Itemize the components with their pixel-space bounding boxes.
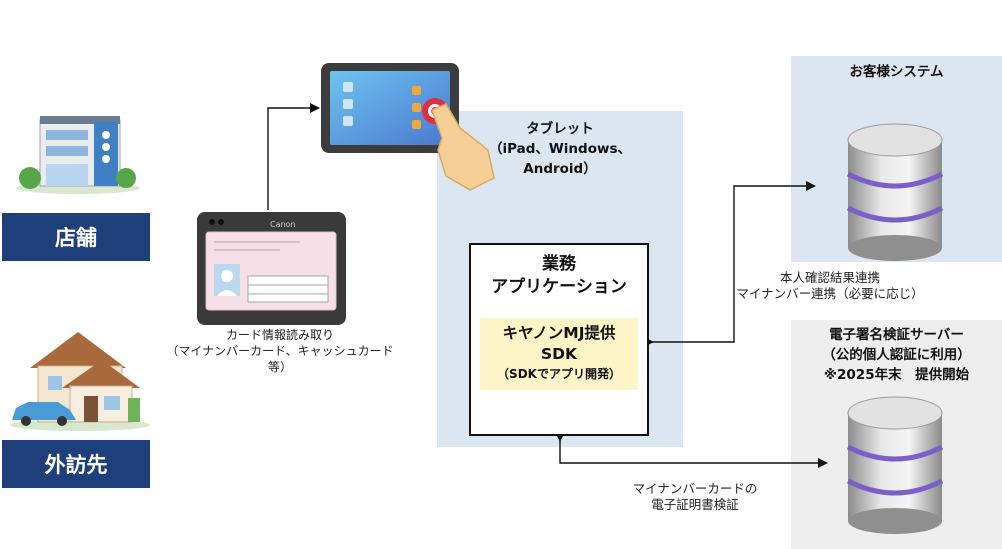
visit-label: 外訪先: [2, 440, 150, 488]
reader-caption: カード情報読み取り （マイナンバーカード、キャッシュカード等）: [160, 327, 400, 375]
server-link-label: マイナンバーカードの 電子証明書検証: [610, 481, 780, 513]
app-title: 業務 アプリケーション: [471, 253, 647, 299]
sdk-box: キヤノンMJ提供 SDK （SDKでアプリ開発）: [480, 318, 638, 390]
server-title-line: 電子署名検証サーバー: [829, 327, 964, 343]
card-reader-icon: Canon: [197, 212, 346, 325]
reader-brand: Canon: [270, 220, 296, 229]
signature-server-database-icon: [846, 396, 944, 534]
customer-link-arrow: [644, 181, 816, 347]
house-icon: [10, 332, 150, 431]
sdk-subtitle: （SDKでアプリ開発）: [497, 367, 621, 381]
reader-to-tablet-arrow: [267, 103, 320, 210]
tablet-title: タブレット （iPad、Windows、 Android）: [470, 119, 650, 179]
customer-link-line: 本人確認結果連携: [779, 270, 880, 285]
sdk-line: SDK: [540, 345, 578, 363]
server-title-line: ※2025年末 提供開始: [823, 367, 970, 383]
customer-system-title: お客様システム: [849, 64, 944, 80]
server-link-line: 電子証明書検証: [651, 497, 739, 512]
tablet-title-line: Android）: [523, 161, 597, 177]
reader-caption-line: （マイナンバーカード、キャッシュカード等）: [166, 344, 394, 374]
reader-caption-line: カード情報読み取り: [225, 328, 334, 342]
app-title-line: アプリケーション: [491, 277, 627, 297]
customer-link-label: 本人確認結果連携 マイナンバー連携（必要に応じ）: [720, 270, 940, 302]
tablet-icon: [321, 63, 495, 191]
tablet-title-line: （iPad、Windows、: [488, 141, 631, 157]
store-building-icon: [16, 116, 140, 194]
app-title-line: 業務: [542, 254, 576, 274]
signature-server-title: 電子署名検証サーバー （公的個人認証に利用） ※2025年末 提供開始: [791, 325, 1002, 385]
store-label: 店舗: [2, 213, 150, 261]
tablet-title-line: タブレット: [526, 121, 594, 137]
sdk-line: キヤノンMJ提供: [502, 324, 616, 342]
server-link-line: マイナンバーカードの: [632, 481, 758, 496]
customer-database-icon: [846, 123, 944, 261]
customer-link-line: マイナンバー連携（必要に応じ）: [736, 286, 924, 301]
business-application-box: 業務 アプリケーション キヤノンMJ提供 SDK （SDKでアプリ開発）: [469, 243, 649, 436]
server-link-arrow: [555, 432, 828, 468]
server-title-line: （公的個人認証に利用）: [822, 347, 971, 363]
